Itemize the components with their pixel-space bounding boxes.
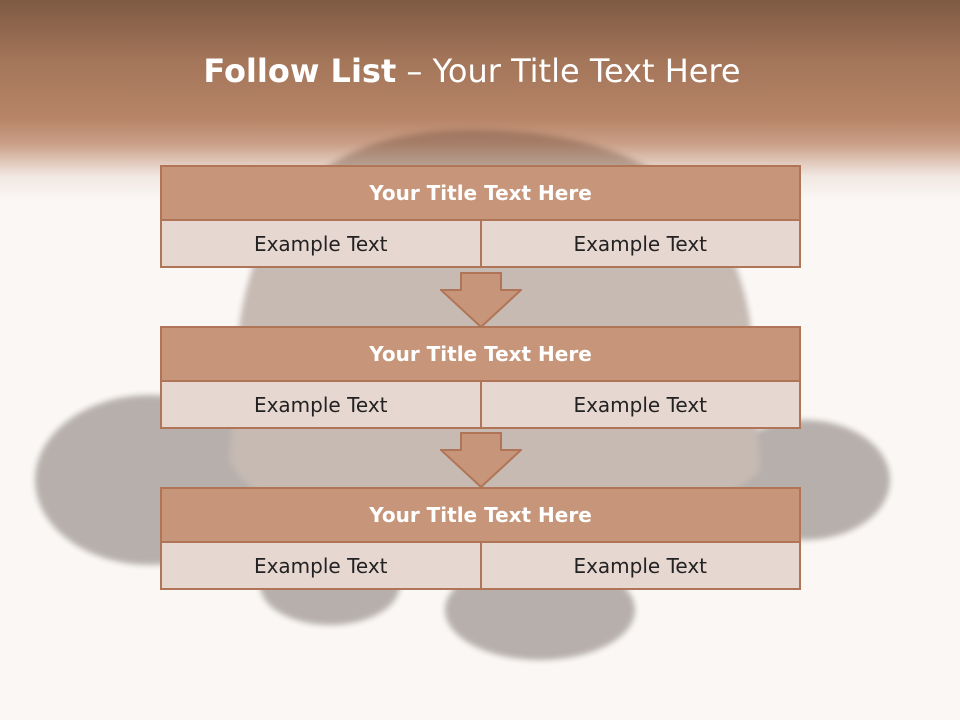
down-arrow-icon — [440, 272, 522, 328]
block-title: Your Title Text Here — [160, 487, 801, 543]
title-rest: – Your Title Text Here — [406, 52, 741, 90]
cell-right: Example Text — [479, 541, 801, 590]
list-block-2: Your Title Text Here Example Text Exampl… — [160, 326, 801, 429]
list-block-1: Your Title Text Here Example Text Exampl… — [160, 165, 801, 268]
block-row: Example Text Example Text — [160, 219, 801, 268]
list-block-3: Your Title Text Here Example Text Exampl… — [160, 487, 801, 590]
slide-title: Follow List – Your Title Text Here — [0, 52, 944, 90]
cell-left: Example Text — [160, 380, 482, 429]
block-title: Your Title Text Here — [160, 326, 801, 382]
cell-right: Example Text — [479, 219, 801, 268]
block-title: Your Title Text Here — [160, 165, 801, 221]
down-arrow-icon — [440, 432, 522, 488]
title-bold: Follow List — [203, 52, 397, 90]
cell-left: Example Text — [160, 219, 482, 268]
cell-right: Example Text — [479, 380, 801, 429]
cell-left: Example Text — [160, 541, 482, 590]
block-row: Example Text Example Text — [160, 380, 801, 429]
block-row: Example Text Example Text — [160, 541, 801, 590]
